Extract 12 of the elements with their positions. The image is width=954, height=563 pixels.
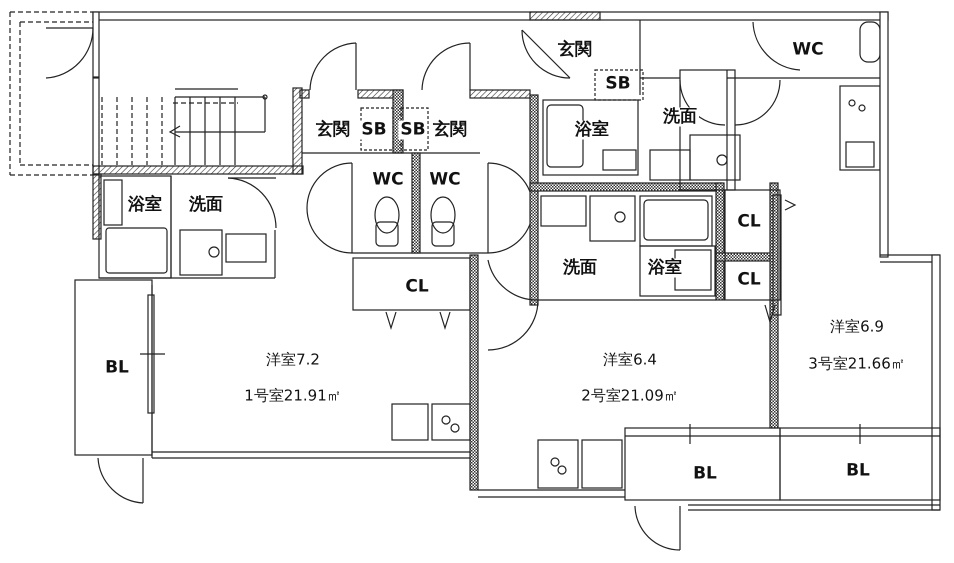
room-label: 洗面 [661,108,699,126]
room-label: 玄関 [431,120,469,140]
room-label: 浴室 [126,196,164,214]
room-label: 洗面 [561,258,599,278]
room-label: 洗面 [187,196,225,214]
room-label: 洋室6.9 [828,318,886,336]
room-label: 浴室 [646,258,684,278]
room-label: 玄関 [556,40,594,60]
room-label: 玄関 [314,120,352,140]
room-label: 浴室 [573,120,611,140]
room-label: 洋室6.4 [601,352,659,368]
room-label: SB [398,120,428,140]
